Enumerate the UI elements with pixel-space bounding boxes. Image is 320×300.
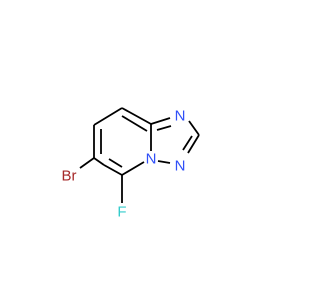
atom-labels: Br F N N N xyxy=(62,108,186,221)
background xyxy=(0,0,300,300)
bond-cbr-cf xyxy=(103,164,123,176)
bond-c7a-n xyxy=(150,117,171,125)
bond-cf-nbridge xyxy=(121,161,145,176)
atom-nitrogen-ring-2-label: N xyxy=(175,158,186,175)
atom-fluorine-label: F xyxy=(117,204,126,221)
atom-nitrogen-ring-1-label: N xyxy=(175,108,186,125)
molecule-structure: Br F N N N xyxy=(0,0,300,300)
bond-c7-c6 xyxy=(93,107,123,126)
bond-c5-cbr xyxy=(93,157,105,166)
bond-n-n xyxy=(157,160,171,164)
atom-bromine-label: Br xyxy=(62,168,77,185)
bond-c7a-c7 xyxy=(121,107,152,125)
bond-ch-n-inner xyxy=(182,135,193,151)
bond-c7a-c7-inner xyxy=(121,115,148,132)
bonds xyxy=(79,107,200,203)
bond-c7a-n-inner xyxy=(156,125,172,131)
bond-cbr-cf-inner xyxy=(108,158,123,168)
bond-n-ch xyxy=(188,120,200,136)
atom-nitrogen-bridge-label: N xyxy=(146,151,157,168)
bond-c-br xyxy=(79,157,95,169)
bond-ch-n xyxy=(187,134,200,154)
